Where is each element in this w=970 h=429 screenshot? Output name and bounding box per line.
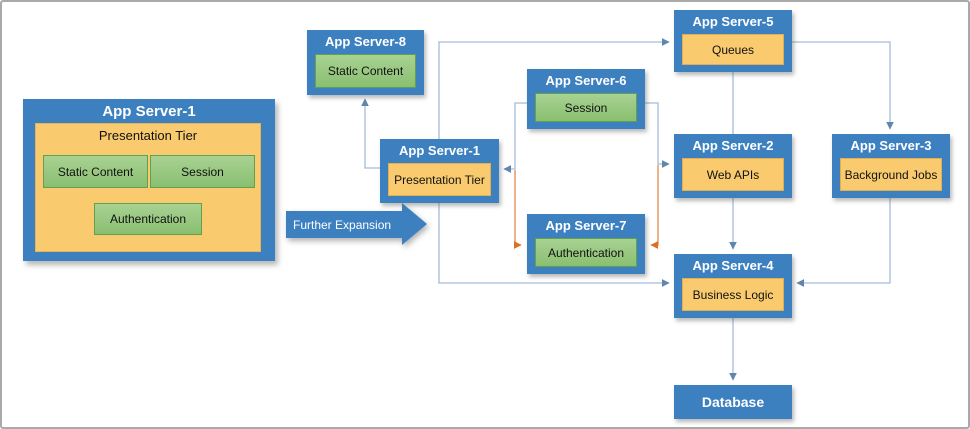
node-app-server-6: App Server-6 Session	[527, 69, 645, 129]
node-app-server-3: App Server-3 Background Jobs	[832, 134, 950, 198]
connector-as6-to-as1	[503, 102, 527, 173]
node-component: Web APIs	[682, 158, 784, 191]
node-title: App Server-8	[325, 34, 406, 49]
node-component: Presentation Tier	[388, 163, 491, 196]
connector-as1-to-as4	[438, 203, 670, 287]
static-content-chip: Static Content	[43, 155, 148, 188]
connector-as2-to-as7	[650, 165, 659, 249]
node-component: Business Logic	[682, 278, 784, 311]
presentation-tier-label: Presentation Tier	[98, 128, 198, 143]
node-component: Queues	[682, 34, 784, 65]
node-title: App Server-3	[850, 138, 932, 153]
connector-as1-to-as5	[438, 38, 670, 139]
node-component: Authentication	[535, 238, 637, 267]
session-chip: Session	[150, 155, 255, 188]
node-app-server-7: App Server-7 Authentication	[527, 214, 645, 274]
legacy-app-server-title: App Server-1	[102, 103, 196, 120]
node-app-server-1: App Server-1 Presentation Tier	[380, 139, 499, 203]
node-component: Background Jobs	[840, 158, 942, 191]
node-app-server-5: App Server-5 Queues	[674, 10, 792, 72]
node-title: App Server-5	[692, 14, 774, 29]
connector-as1-to-as8	[361, 98, 380, 169]
node-component: Session	[535, 93, 637, 122]
node-title: App Server-2	[692, 138, 774, 153]
authentication-chip: Authentication	[94, 203, 202, 235]
node-title: App Server-4	[692, 258, 774, 273]
node-app-server-4: App Server-4 Business Logic	[674, 254, 792, 318]
node-app-server-8: App Server-8 Static Content	[307, 30, 424, 95]
presentation-tier-box: Presentation Tier Static Content Session…	[35, 123, 261, 252]
connector-as5-to-as3	[792, 41, 894, 130]
connector-as3-to-as4	[796, 198, 891, 287]
node-title: App Server-7	[545, 218, 627, 233]
database-box: Database	[674, 385, 792, 419]
further-expansion-arrowhead	[402, 203, 427, 245]
node-title: App Server-6	[545, 73, 627, 88]
connector-as1-to-as7	[513, 170, 522, 249]
connector-as6-to-as2	[645, 102, 670, 168]
node-app-server-2: App Server-2 Web APIs	[674, 134, 792, 198]
node-title: App Server-1	[399, 143, 480, 158]
further-expansion-label: Further Expansion	[286, 211, 402, 238]
node-component: Static Content	[315, 54, 416, 88]
legacy-app-server-box: App Server-1 Presentation Tier Static Co…	[23, 99, 275, 261]
